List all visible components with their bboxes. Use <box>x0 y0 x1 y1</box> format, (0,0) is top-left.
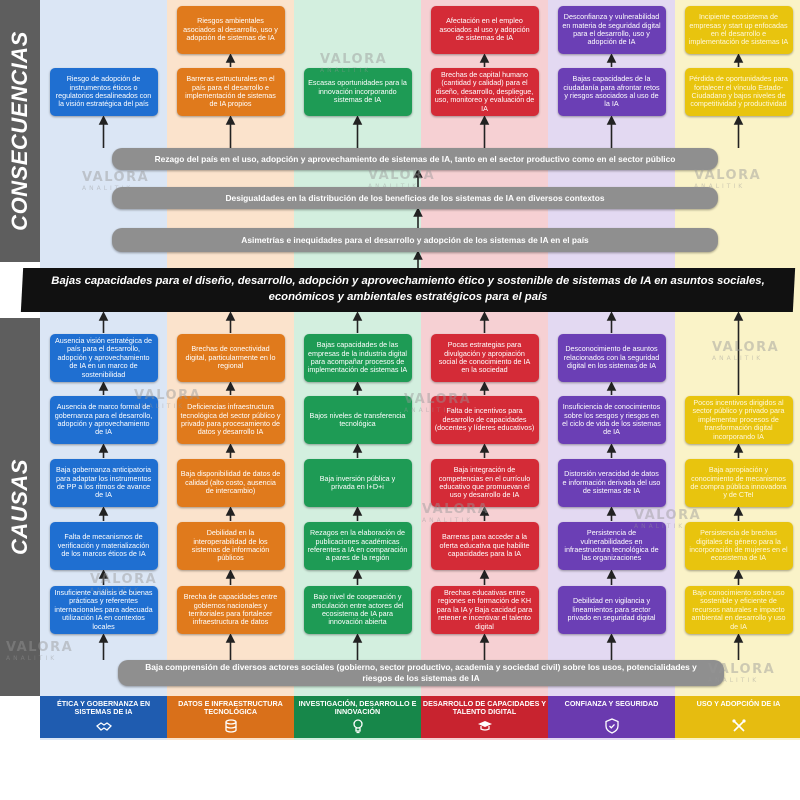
cause-box-uso-5: Bajo conocimiento sobre uso sostenible y… <box>684 586 793 634</box>
footer-category-investigacion: INVESTIGACIÓN, DESARROLLO E INNOVACIÓN <box>294 696 421 738</box>
cause-box-datos-2: Deficiencias infraestructura tecnológica… <box>176 396 285 444</box>
graduation-cap-icon <box>477 718 493 734</box>
consequences-side-bar <box>0 0 40 262</box>
handshake-icon <box>95 718 112 734</box>
cause-box-capacidades-3: Baja integración de competencias en el c… <box>430 459 539 507</box>
cause-box-confianza-5: Debilidad en vigilancia y lineamientos p… <box>557 586 666 634</box>
consequence-bar-2: Desigualdades en la distribución de los … <box>112 187 718 209</box>
cause-box-datos-3: Baja disponibilidad de datos de calidad … <box>176 459 285 507</box>
footer-label-confianza: CONFIANZA Y SEGURIDAD <box>564 699 659 708</box>
cause-box-etica-5: Insuficiente análisis de buenas práctica… <box>49 586 158 634</box>
cause-box-investigacion-1: Bajas capacidades de las empresas de la … <box>303 334 412 382</box>
cause-box-uso-4: Persistencia de brechas digitales de gén… <box>684 522 793 570</box>
consequence-box-datos-1: Riesgos ambientales asociados al desarro… <box>176 6 285 54</box>
database-icon <box>223 718 239 734</box>
cause-box-capacidades-2: Falta de incentivos para desarrollo de c… <box>430 396 539 444</box>
consequence-box-capacidades-1: Afectación en el empleo asociados al uso… <box>430 6 539 54</box>
footer-category-etica: ÉTICA Y GOBERNANZA EN SISTEMAS DE IA <box>40 696 167 738</box>
consequence-bar-1: Rezago del país en el uso, adopción y ap… <box>112 148 718 170</box>
cause-box-capacidades-5: Brechas educativas entre regiones en for… <box>430 586 539 634</box>
cause-box-confianza-2: Insuficiencia de conocimientos sobre los… <box>557 396 666 444</box>
cause-box-uso-2: Pocos incentivos dirigidos al sector púb… <box>684 396 793 444</box>
consequence-box-confianza-2: Bajas capacidades de la ciudadanía para … <box>557 68 666 116</box>
cause-box-etica-2: Ausencia de marco formal de gobernanza p… <box>49 396 158 444</box>
cause-box-datos-4: Debilidad en la interoperabilidad de los… <box>176 522 285 570</box>
footer-category-uso: USO Y ADOPCIÓN DE IA <box>675 696 800 738</box>
cause-box-capacidades-1: Pocas estrategias para divulgación y apr… <box>430 334 539 382</box>
consequence-box-datos-2: Barreras estructurales en el país para e… <box>176 68 285 116</box>
cause-box-etica-4: Falta de mecanismos de verificación y ma… <box>49 522 158 570</box>
footer-category-confianza: CONFIANZA Y SEGURIDAD <box>548 696 675 738</box>
consequence-box-investigacion-2: Escasas oportunidades para la innovación… <box>303 68 412 116</box>
consequence-box-etica-2: Riesgo de adopción de instrumentos ético… <box>49 68 158 116</box>
cause-box-investigacion-5: Bajo nivel de cooperación y articulación… <box>303 586 412 634</box>
causes-side-bar <box>0 318 40 696</box>
cause-box-etica-3: Baja gobernanza anticipatoria para adapt… <box>49 459 158 507</box>
cause-box-confianza-3: Distorsión veracidad de datos e informac… <box>557 459 666 507</box>
cause-box-investigacion-4: Rezagos en la elaboración de publicacion… <box>303 522 412 570</box>
footer-category-datos: DATOS E INFRAESTRUCTURA TECNOLÓGICA <box>167 696 294 738</box>
root-cause-bar: Baja comprensión de diversos actores soc… <box>118 660 724 686</box>
cause-box-capacidades-4: Barreras para acceder a la oferta educat… <box>430 522 539 570</box>
consequence-box-uso-2: Pérdida de oportunidades para fortalecer… <box>684 68 793 116</box>
central-problem: Bajas capacidades para el diseño, desarr… <box>20 268 796 312</box>
consequence-bar-3: Asimetrías e inequidades para el desarro… <box>112 228 718 252</box>
cause-box-investigacion-2: Bajos niveles de transferencia tecnológi… <box>303 396 412 444</box>
footer-label-uso: USO Y ADOPCIÓN DE IA <box>696 699 781 708</box>
cause-box-etica-1: Ausencia visión estratégica de país para… <box>49 334 158 382</box>
consequence-box-confianza-1: Desconfianza y vulnerabilidad en materia… <box>557 6 666 54</box>
footer-label-investigacion: INVESTIGACIÓN, DESARROLLO E INNOVACIÓN <box>298 699 417 717</box>
cause-box-datos-5: Brecha de capacidades entre gobiernos na… <box>176 586 285 634</box>
footer-label-datos: DATOS E INFRAESTRUCTURA TECNOLÓGICA <box>178 699 283 717</box>
cause-box-investigacion-3: Baja inversión pública y privada en I+D+… <box>303 459 412 507</box>
cause-box-confianza-1: Desconocimiento de asuntos relacionados … <box>557 334 666 382</box>
footer-label-etica: ÉTICA Y GOBERNANZA EN SISTEMAS DE IA <box>56 699 151 717</box>
bulb-icon <box>350 718 366 734</box>
tools-icon <box>731 718 747 734</box>
consequence-box-uso-1: Incipiente ecosistema de empresas y star… <box>684 6 793 54</box>
footer-label-capacidades: DESARROLLO DE CAPACIDADES Y TALENTO DIGI… <box>422 699 547 717</box>
cause-box-confianza-4: Persistencia de vulnerabilidades en infr… <box>557 522 666 570</box>
cause-box-uso-3: Baja apropiación y conocimiento de mecan… <box>684 459 793 507</box>
footer-category-capacidades: DESARROLLO DE CAPACIDADES Y TALENTO DIGI… <box>421 696 548 738</box>
consequence-box-capacidades-2: Brechas de capital humano (cantidad y ca… <box>430 68 539 116</box>
cause-box-datos-1: Brechas de conectividad digital, particu… <box>176 334 285 382</box>
shield-icon <box>604 718 620 734</box>
